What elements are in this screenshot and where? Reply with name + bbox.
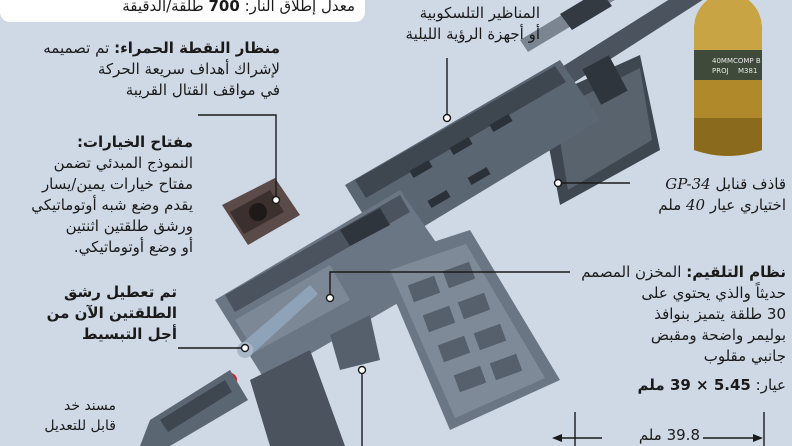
red-dot-leader (198, 114, 277, 200)
burst-callout: تم تعطيل رشق الطلقتين الآن من أجل التبسي… (47, 282, 177, 345)
cheek-rest-callout: مسند خد قابل للتعديل (44, 396, 116, 436)
feed-title: نظام التلقيم: (686, 263, 786, 281)
dimension-value: 39.8 (666, 426, 700, 444)
scopes-line-2: أو أجهزة الرؤية الليلية (405, 25, 540, 43)
launcher-caliber-prefix: اختياري عيار (709, 196, 786, 214)
cheek-rest-line-2: قابل للتعديل (44, 418, 116, 434)
dimension-label: 39.8 ملم (639, 425, 700, 446)
shell-code-2: M381 (738, 67, 757, 75)
feed-line-4: بوليمر واضحة ومقبض (650, 326, 786, 344)
launcher-unit: ملم (658, 196, 682, 214)
red-dot-line-1: تم تصميمه (43, 39, 110, 57)
burst-line-3: أجل التبسيط (81, 325, 177, 343)
scopes-callout: المناظير التلسكوبية أو أجهزة الرؤية اللي… (406, 3, 540, 45)
fire-rate-value: 700 (208, 0, 240, 15)
fire-rate-unit: طلقة/الدقيقة (122, 0, 204, 15)
feed-line-3: 30 طلقة يتميز بنوافذ (654, 305, 786, 323)
selector-line-2: مفتاح خيارات يمين/يسار (41, 175, 193, 193)
stock (140, 370, 248, 446)
launcher-model: GP-34 (665, 175, 711, 193)
caliber-label: عيار: (755, 376, 786, 394)
leader-lines (178, 58, 765, 446)
pistol-grip (223, 315, 380, 446)
selector-line-4: ورشق طلقتين اثنتين (65, 217, 193, 235)
launcher-prefix: قاذف قنابل (715, 175, 786, 193)
selector-line-5: أو وضع أوتوماتيكي. (73, 238, 193, 256)
magazine (378, 230, 560, 430)
fire-rate-label: معدل إطلاق النار: (244, 0, 355, 15)
burst-line-1: تم تعطيل رشق (64, 283, 177, 301)
launcher-caliber: 40 (686, 196, 706, 214)
burst-line-2: الطلقتين الآن من (46, 304, 177, 322)
red-dot-line-3: في مواقف القتال القريبة (125, 81, 280, 99)
red-dot-callout: منظار النقطة الحمراء: تم تصميمه لإشراك أ… (43, 38, 280, 101)
feed-leader (329, 271, 570, 298)
shell-code-1: COMP B (733, 57, 761, 65)
cheek-rest-line-1: مسند خد (63, 398, 116, 414)
shell-text-2: PROJ (712, 67, 729, 75)
fire-rate-box (0, 0, 365, 22)
scopes-line-1: المناظير التلسكوبية (419, 4, 540, 22)
feed-line-5: جانبي مقلوب (703, 347, 786, 365)
fire-rate: معدل إطلاق النار: 700 طلقة/الدقيقة (122, 0, 355, 17)
red-dot-title: منظار النقطة الحمراء: (114, 39, 280, 57)
grenade-shell: 40MM PROJ COMP B M381 (694, 0, 762, 156)
launcher-callout: قاذف قنابل GP-34 اختياري عيار 40 ملم (658, 174, 786, 216)
feed-line-2: حديثاً والذي يحتوي على (641, 284, 786, 302)
dim-arrowhead-right (753, 434, 763, 442)
red-dot-line-2: لإشراك أهداف سريعة الحركة (97, 60, 280, 78)
handguard (345, 60, 600, 250)
feed-callout: نظام التلقيم: المخزن المصمم حديثاً والذي… (581, 262, 786, 396)
red-dot-sight (222, 178, 300, 245)
dimension-unit: ملم (638, 426, 662, 444)
selector-callout: مفتاح الخيارات: النموذج المبدئي تضمن مفت… (31, 132, 193, 258)
shell-text-1: 40MM (712, 57, 733, 65)
caliber-value: 5.45 × 39 ملم (637, 376, 751, 394)
selector-title: مفتاح الخيارات: (76, 133, 193, 151)
selector-line-3: يقدم وضع شبه أوتوماتيكي (31, 196, 193, 214)
selector-line-1: النموذج المبدئي تضمن (53, 154, 193, 172)
dim-arrowhead-left (552, 434, 562, 442)
feed-line-1: المخزن المصمم (581, 263, 682, 281)
